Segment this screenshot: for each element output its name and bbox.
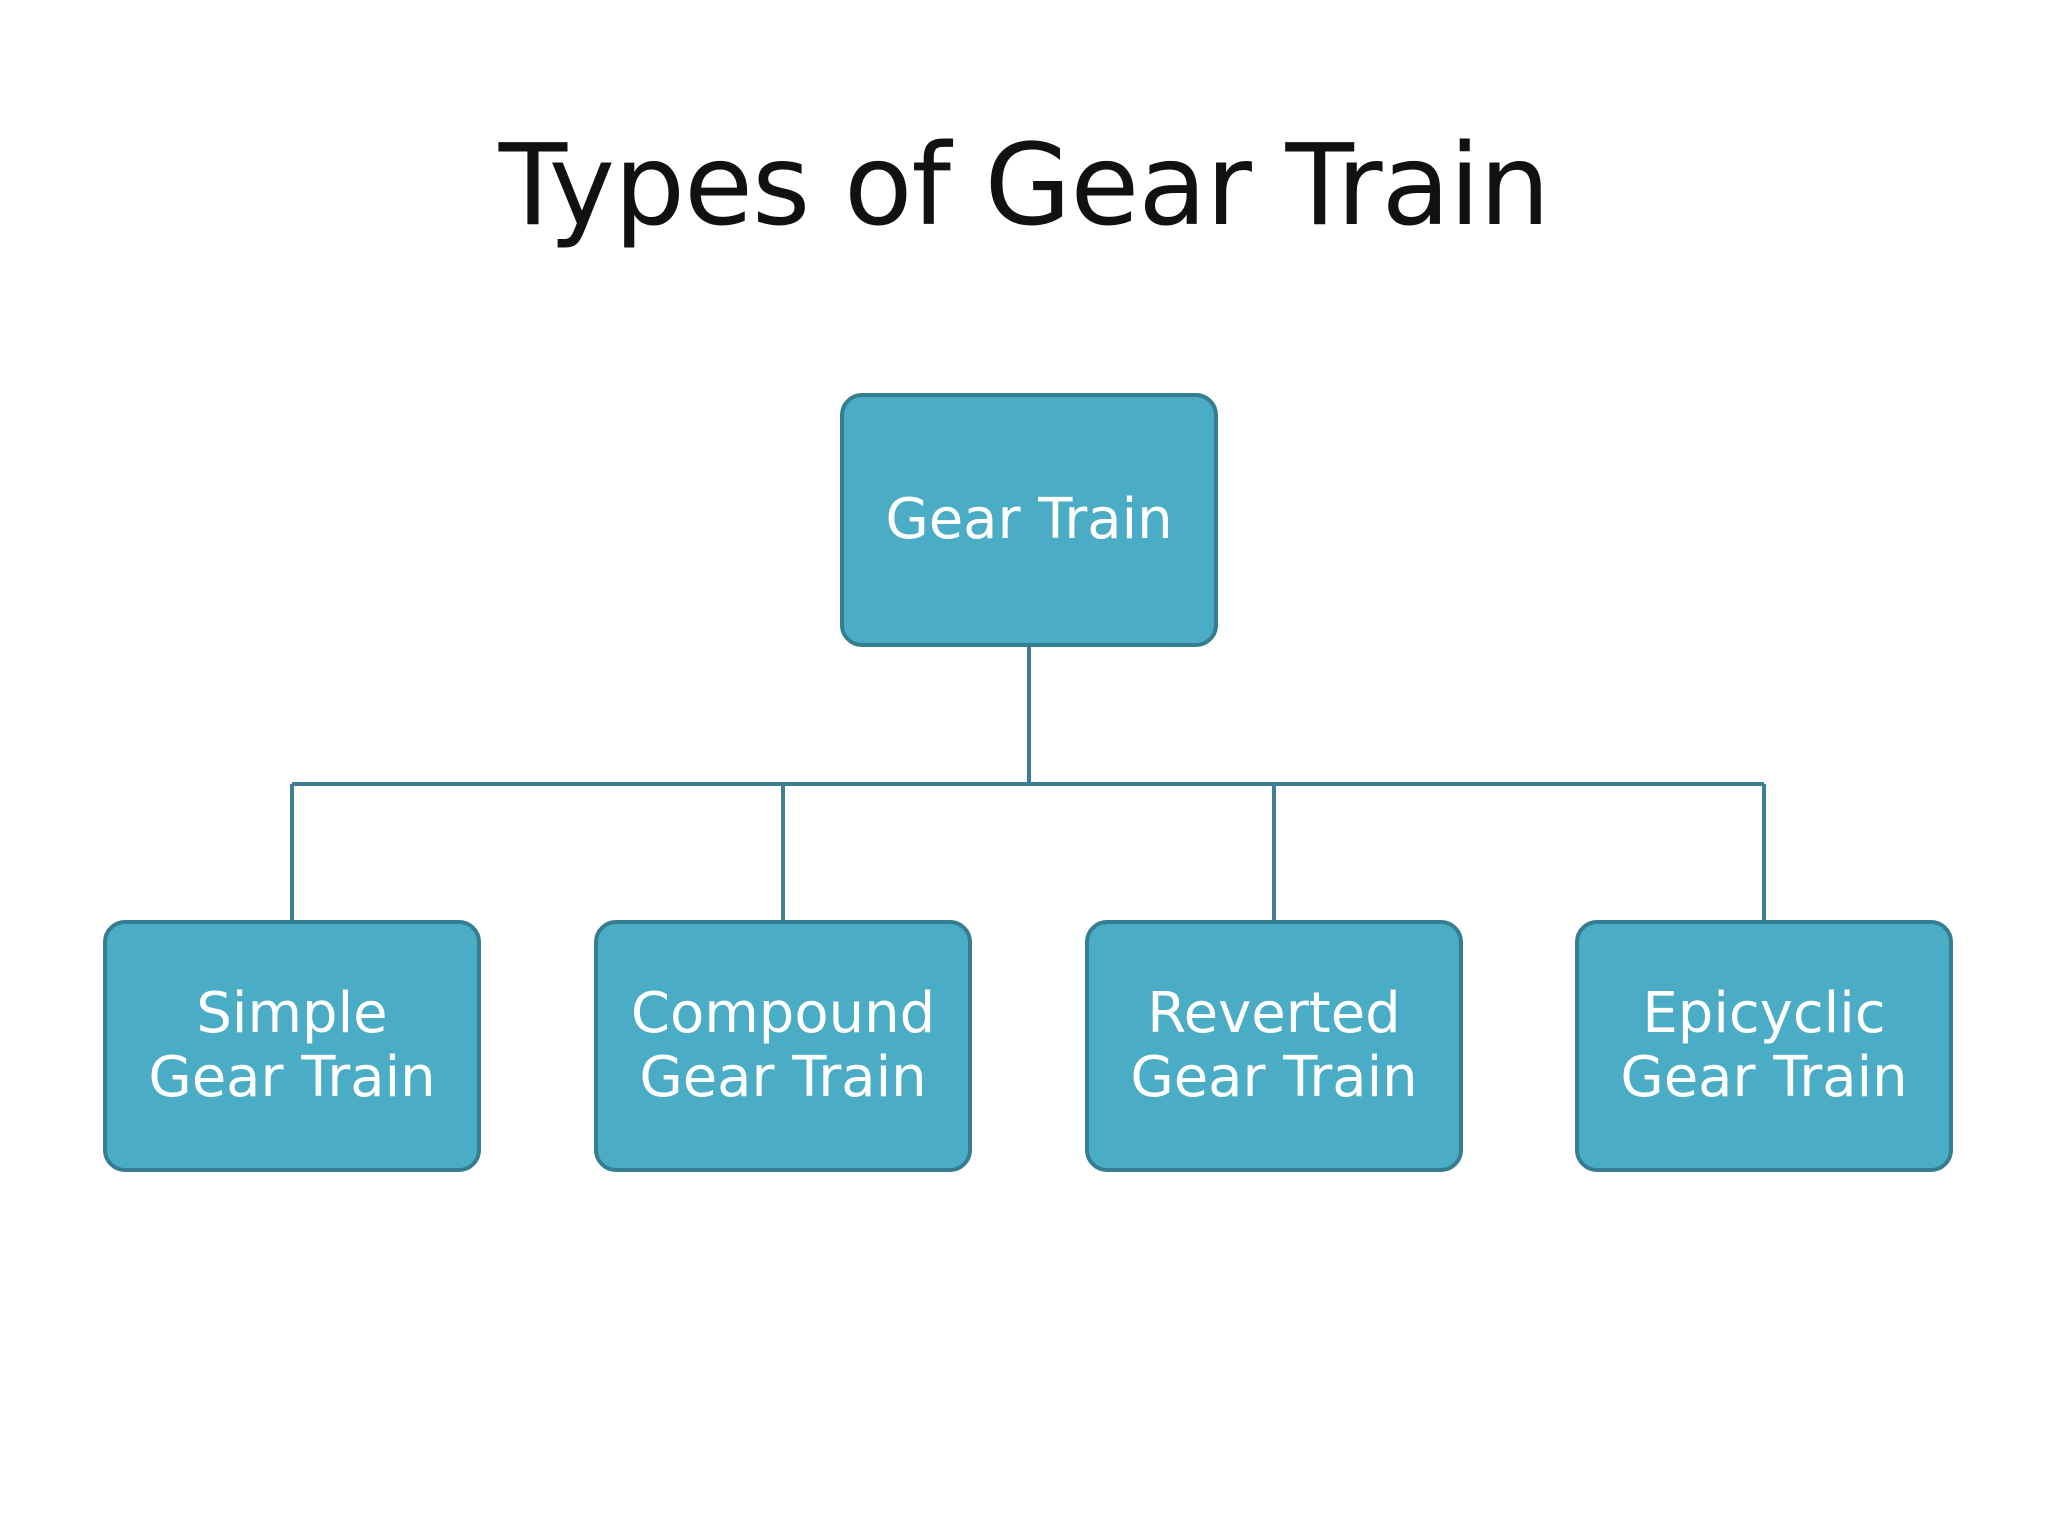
node-compound-line2: Gear Train	[639, 1045, 927, 1110]
node-gear-train-label: Gear Train	[885, 486, 1173, 552]
node-simple-line1: Simple	[196, 980, 388, 1046]
node-epicyclic-line2: Gear Train	[1620, 1045, 1908, 1110]
node-epicyclic-line1: Epicyclic	[1642, 980, 1886, 1046]
node-gear-train: Gear Train	[840, 393, 1218, 647]
node-epicyclic-gear-train: Epicyclic Gear Train	[1575, 920, 1953, 1172]
node-simple-gear-train: Simple Gear Train	[103, 920, 481, 1172]
node-reverted-line2: Gear Train	[1130, 1045, 1418, 1110]
node-simple-line2: Gear Train	[148, 1045, 436, 1110]
slide-title: Types of Gear Train	[498, 121, 1550, 251]
node-reverted-line1: Reverted	[1147, 980, 1401, 1046]
node-reverted-gear-train: Reverted Gear Train	[1085, 920, 1463, 1172]
node-compound-line1: Compound	[630, 980, 936, 1046]
node-compound-gear-train: Compound Gear Train	[594, 920, 972, 1172]
